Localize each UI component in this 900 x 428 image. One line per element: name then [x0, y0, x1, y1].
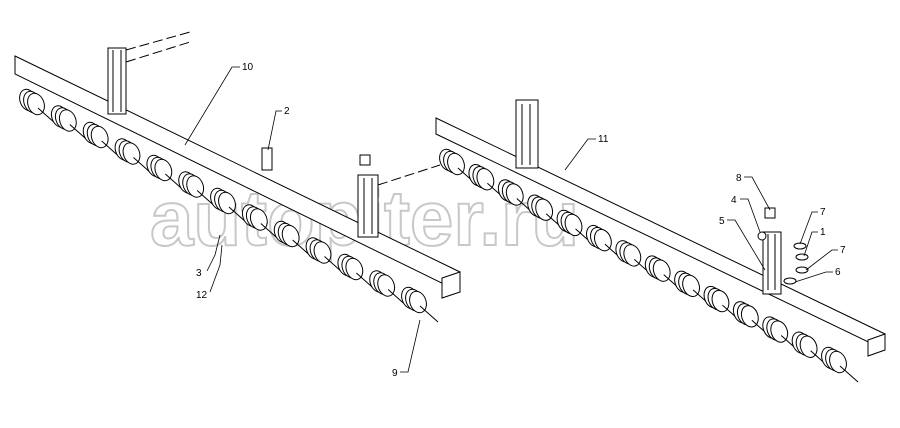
spring-tine	[674, 270, 712, 307]
spring-tine	[644, 255, 683, 291]
spring-tine	[210, 187, 248, 224]
spring-tine	[556, 209, 594, 246]
spring-tine	[241, 204, 280, 240]
callout-11: 11	[598, 134, 609, 145]
spring-tine	[703, 285, 741, 322]
callout-1: 1	[820, 227, 826, 238]
spring-tine	[821, 346, 859, 383]
spring-tines	[19, 88, 859, 383]
spring-tine	[50, 105, 89, 141]
spring-tine	[114, 138, 152, 174]
right-mount-bracket-b	[757, 207, 809, 295]
spring-tine	[762, 316, 800, 352]
callout-10: 10	[242, 62, 254, 73]
callout-7-upper: 7	[820, 207, 826, 218]
spring-tine	[178, 171, 216, 207]
callout-8: 8	[736, 173, 742, 184]
spring-tine	[497, 179, 536, 215]
part-2-clamp	[261, 147, 273, 171]
callout-2: 2	[284, 106, 290, 117]
callout-12: 12	[196, 290, 208, 301]
bolts	[783, 242, 809, 285]
callout-7-lower: 7	[840, 245, 846, 256]
spring-tine	[305, 237, 343, 273]
callout-9: 9	[392, 368, 398, 379]
callout-3: 3	[196, 268, 202, 279]
callout-4: 4	[731, 195, 737, 206]
spring-tine	[527, 194, 565, 231]
mid-mount-bracket	[357, 154, 441, 238]
spring-tine	[369, 270, 407, 306]
spring-tine	[19, 88, 57, 125]
left-mount-bracket	[107, 31, 191, 115]
spring-tine	[146, 154, 184, 191]
leader-lines	[184, 66, 838, 373]
spring-tine	[791, 331, 829, 368]
spring-tine	[401, 286, 439, 323]
spring-tine	[439, 148, 477, 185]
callout-5: 5	[719, 216, 725, 227]
left-harrow-bar	[14, 55, 461, 299]
callout-6: 6	[835, 267, 841, 278]
right-mount-bracket-a	[515, 99, 539, 169]
spring-tine	[82, 121, 120, 158]
spring-tine	[586, 224, 624, 261]
